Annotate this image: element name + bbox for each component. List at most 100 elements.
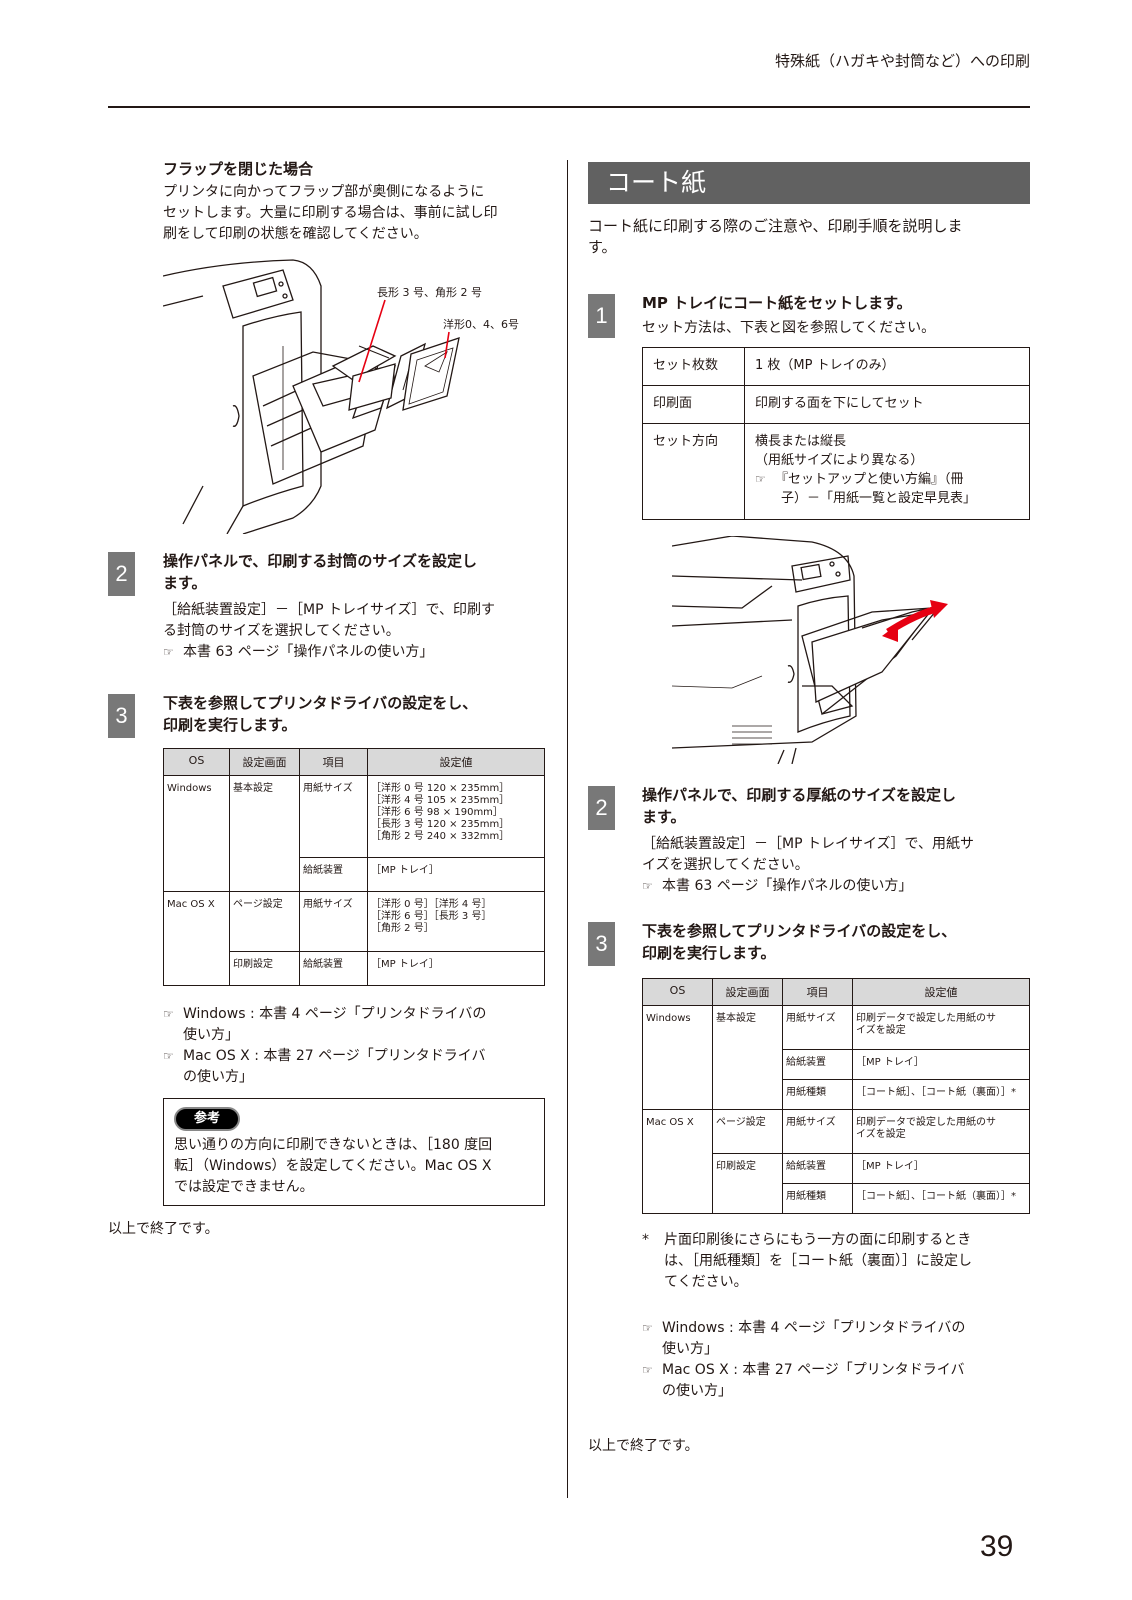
table-header-row: OS 設定画面 項目 設定値: [642, 978, 1030, 1006]
step2-title: 操作パネルで、印刷する封筒のサイズを設定し ます。: [163, 552, 477, 592]
flap-heading: フラップを閉じた場合: [163, 160, 314, 178]
value-cell: 印刷データで設定した用紙のサ イズを設定: [852, 1109, 1030, 1154]
value-cell: ［MP トレイ］: [852, 1153, 1030, 1184]
table-row: 給紙装置 ［MP トレイ］: [164, 857, 545, 892]
pointing-hand-icon: ☞: [163, 1049, 174, 1063]
value-cell: ［洋形 0 号］［洋形 4 号］ ［洋形 6 号］［長形 3 号］ ［角形 2 …: [367, 891, 545, 952]
item-cell: 用紙サイズ: [782, 1109, 853, 1154]
step1-title: MP トレイにコート紙をセットします。: [642, 294, 912, 312]
reference-link-windows[interactable]: Windows : 本書 4 ページ「プリンタドライバの: [183, 1006, 487, 1022]
step2-body: ［給紙装置設定］－［MP トレイサイズ］で、用紙サ イズを選択してください。 ☞…: [642, 834, 974, 897]
label-cell: 印刷面: [642, 385, 745, 424]
screen-cell: 印刷設定: [712, 1153, 783, 1214]
running-title: 特殊紙（ハガキや封筒など）への印刷: [774, 52, 1030, 70]
label-cell: セット枚数: [642, 347, 745, 386]
value-cell: ［コート紙］、［コート紙（裏面）］*: [852, 1079, 1030, 1110]
step-marker-3: 3: [588, 922, 615, 966]
printer-illustration: [163, 259, 460, 534]
table-row: セット枚数 1 枚（MP トレイのみ）: [642, 347, 1030, 386]
reference-link[interactable]: 本書 63 ページ「操作パネルの使い方」: [183, 644, 434, 660]
reference-link-mac[interactable]: Mac OS X : 本書 27 ページ「プリンタドライバ: [662, 1362, 965, 1378]
coated-paper-printer-figure: [672, 536, 972, 764]
reference-link[interactable]: 本書 63 ページ「操作パネルの使い方」: [662, 878, 913, 894]
reference-link-mac[interactable]: Mac OS X : 本書 27 ページ「プリンタドライバ: [183, 1048, 486, 1064]
pointing-hand-icon: ☞: [163, 1007, 174, 1021]
pointing-hand-icon: ☞: [642, 1363, 653, 1377]
step2-title: 操作パネルで、印刷する厚紙のサイズを設定し ます。: [642, 786, 956, 826]
page-number: 39: [980, 1530, 1014, 1563]
table-row: 印刷設定 給紙装置 ［MP トレイ］: [643, 1153, 1030, 1214]
end-text-right: 以上で終了です。: [588, 1438, 699, 1454]
note-box: 参考 思い通りの方向に印刷できないときは、［180 度回 転］（Windows）…: [163, 1098, 545, 1206]
reference-link-windows[interactable]: Windows : 本書 4 ページ「プリンタドライバの: [662, 1320, 966, 1336]
table-header: 設定値: [852, 978, 1030, 1006]
item-cell: 用紙サイズ: [299, 775, 368, 858]
column-divider: [567, 160, 568, 1498]
item-cell: 用紙サイズ: [782, 1005, 853, 1050]
step3-title: 下表を参照してプリンタドライバの設定をし、 印刷を実行します。: [163, 694, 478, 734]
pointing-hand-icon: ☞: [642, 1321, 653, 1335]
item-cell: 給紙装置: [782, 1049, 853, 1080]
step2-body: ［給紙装置設定］－［MP トレイサイズ］で、印刷す る封筒のサイズを選択してくだ…: [163, 600, 495, 663]
reference-link-setup[interactable]: 『セットアップと使い方編』（冊: [775, 472, 964, 487]
note-body: 思い通りの方向に印刷できないときは、［180 度回 転］（Windows）を設定…: [174, 1137, 493, 1195]
table-row: Windows 基本設定 用紙サイズ ［洋形 0 号 120 × 235mm］ …: [163, 775, 545, 892]
pointing-hand-icon: ☞: [642, 879, 653, 893]
section-intro: コート紙に印刷する際のご注意や、印刷手順を説明しま す。: [588, 217, 963, 256]
item-cell: 用紙サイズ: [299, 891, 368, 952]
step-marker-3: 3: [108, 694, 135, 738]
table-row: Mac OS X ページ設定 用紙サイズ ［洋形 0 号］［洋形 4 号］ ［洋…: [163, 891, 545, 986]
os-cell: Mac OS X: [642, 1109, 713, 1214]
value-cell: ［MP トレイ］: [367, 857, 545, 892]
table-header: 設定値: [367, 748, 545, 776]
end-text-left: 以上で終了です。: [108, 1221, 219, 1237]
step3-title: 下表を参照してプリンタドライバの設定をし、 印刷を実行します。: [642, 922, 957, 962]
driver-references: ☞Windows : 本書 4 ページ「プリンタドライバの 使い方」 ☞Mac …: [163, 1006, 487, 1085]
table-header: 項目: [782, 978, 853, 1006]
os-cell: Windows: [642, 1005, 713, 1110]
coated-driver-settings-table: OS 設定画面 項目 設定値 Windows 基本設定 用紙サイズ 印刷データで…: [642, 978, 1030, 1214]
value-cell: 1 枚（MP トレイのみ）: [744, 347, 1030, 386]
table-header: 項目: [299, 748, 368, 776]
table-header: 設定画面: [229, 748, 300, 776]
table-header: OS: [163, 748, 230, 776]
item-cell: 給紙装置: [782, 1153, 853, 1184]
step-marker-1: 1: [588, 294, 615, 338]
value-cell: 印刷する面を下にしてセット: [744, 385, 1030, 424]
envelope-printer-figure: 長形 3 号、角形 2 号 洋形0、4、6号: [163, 256, 545, 534]
pointing-hand-icon: ☞: [755, 472, 766, 486]
item-cell: 用紙種類: [782, 1079, 853, 1110]
value-cell: ［洋形 0 号 120 × 235mm］ ［洋形 4 号 105 × 235mm…: [367, 775, 545, 858]
driver-references: ☞Windows : 本書 4 ページ「プリンタドライバの 使い方」 ☞Mac …: [642, 1320, 966, 1399]
envelope-driver-settings-table: OS 設定画面 項目 設定値 Windows 基本設定 用紙サイズ ［洋形 0 …: [163, 748, 545, 986]
header-rule: [108, 106, 1030, 108]
os-cell: Mac OS X: [163, 891, 230, 986]
table-row: Windows 基本設定 用紙サイズ 印刷データで設定した用紙のサ イズを設定: [642, 1005, 1030, 1110]
screen-cell: ページ設定: [229, 891, 300, 952]
footnote-mark: *: [642, 1232, 649, 1248]
value-cell: ［MP トレイ］: [852, 1049, 1030, 1080]
note-badge: 参考: [174, 1107, 240, 1131]
table-row: Mac OS X ページ設定 用紙サイズ 印刷データで設定した用紙のサ イズを設…: [642, 1109, 1030, 1214]
value-cell: 印刷データで設定した用紙のサ イズを設定: [852, 1005, 1030, 1050]
table-row: 用紙種類 ［コート紙］、［コート紙（裏面）］*: [643, 1183, 1030, 1214]
figure-label-western-envelope: 洋形0、4、6号: [443, 318, 519, 331]
screen-cell: 印刷設定: [229, 951, 300, 986]
table-row: 印刷面 印刷する面を下にしてセット: [642, 385, 1030, 424]
table-row: セット方向 横長または縦長 （用紙サイズにより異なる） ☞『セットアップと使い方…: [642, 423, 1030, 520]
value-cell: ［MP トレイ］: [367, 951, 545, 986]
pointing-hand-icon: ☞: [163, 645, 174, 659]
table-header: OS: [642, 978, 713, 1006]
value-cell: 横長または縦長 （用紙サイズにより異なる） ☞『セットアップと使い方編』（冊 子…: [744, 423, 1030, 520]
screen-cell: ページ設定: [712, 1109, 783, 1154]
step1-body: セット方法は、下表と図を参照してください。: [642, 320, 936, 336]
table-row: 用紙種類 ［コート紙］、［コート紙（裏面）］*: [643, 1079, 1030, 1110]
screen-cell: 基本設定: [712, 1005, 783, 1110]
item-cell: 給紙装置: [299, 857, 368, 892]
table-header-row: OS 設定画面 項目 設定値: [163, 748, 545, 776]
coated-paper-set-table: セット枚数 1 枚（MP トレイのみ） 印刷面 印刷する面を下にしてセット セッ…: [642, 347, 1030, 520]
footnote: * 片面印刷後にさらにもう一方の面に印刷するとき は、［用紙種類］を［コート紙（…: [642, 1232, 972, 1290]
printer-illustration: [672, 536, 948, 764]
value-cell: ［コート紙］、［コート紙（裏面）］*: [852, 1183, 1030, 1214]
section-title-bar: コート紙: [588, 162, 1030, 204]
